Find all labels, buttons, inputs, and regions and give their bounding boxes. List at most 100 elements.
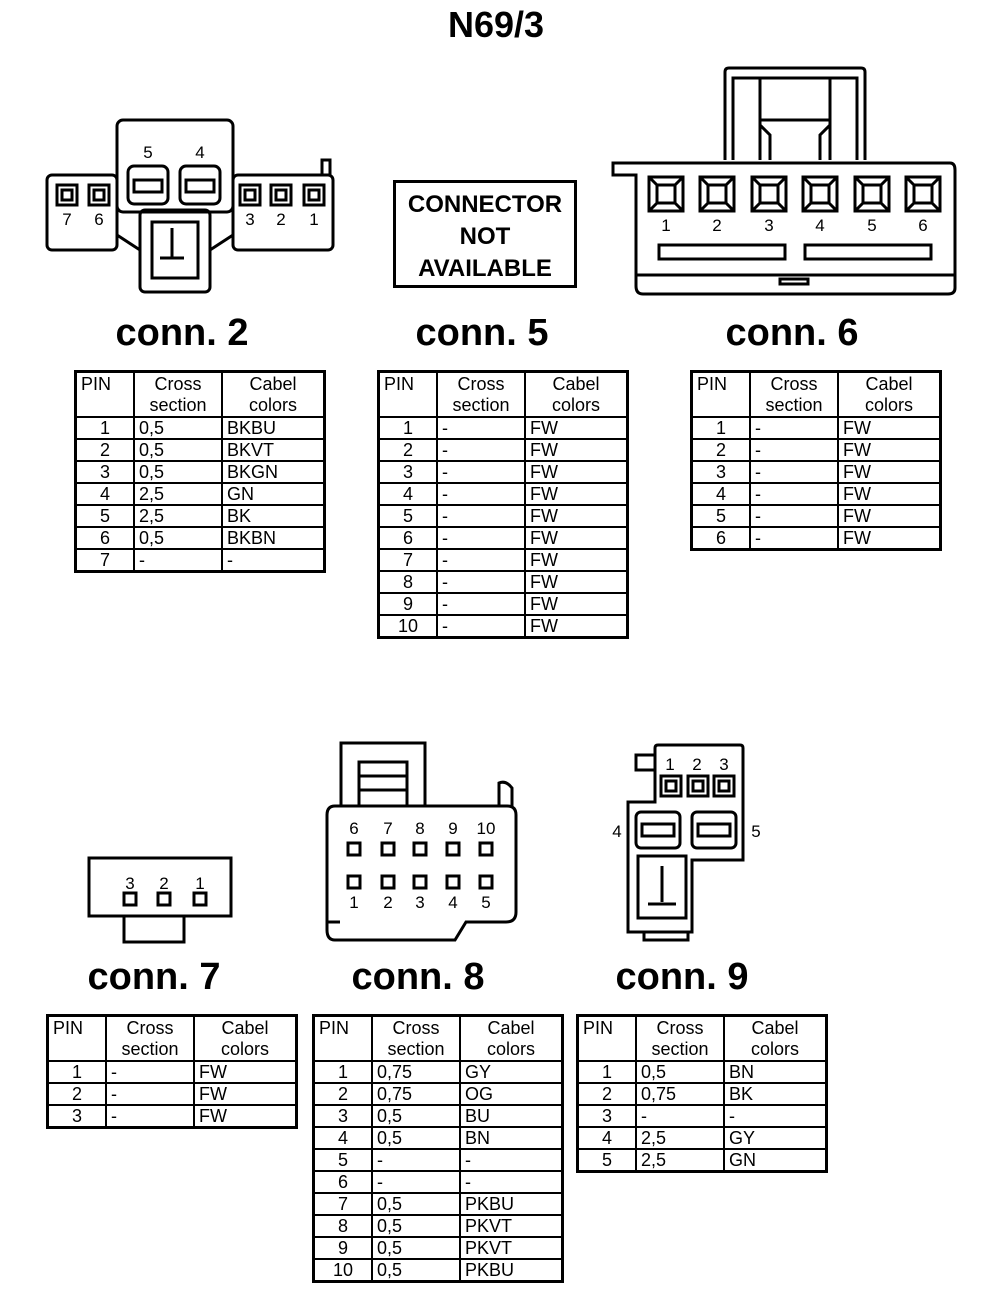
cabel-color-cell: GY	[723, 1126, 828, 1150]
cross-section-cell: -	[371, 1148, 461, 1172]
header-pin-text: PIN	[53, 1018, 84, 1038]
cabel-color-cell: BKVT	[221, 438, 326, 462]
cabel-color-cell: FW	[837, 460, 942, 484]
cabel-color-cell: FW	[524, 614, 629, 639]
table-row: 7-FW	[377, 548, 629, 572]
header-cross-section-text: section	[149, 395, 207, 415]
conn8-pin-label: 3	[415, 893, 424, 912]
cross-section-cell: -	[436, 416, 526, 440]
conn7-title: conn. 7	[87, 956, 221, 998]
cabel-color-cell: BKBN	[221, 526, 326, 550]
pin-cell: 3	[576, 1104, 637, 1128]
cross-section-cell: 2,5	[133, 482, 223, 506]
cabel-color-cell: FW	[193, 1082, 298, 1106]
cabel-color-cell: FW	[524, 526, 629, 550]
conn2-drawing	[45, 118, 335, 294]
cross-section-cell: -	[436, 570, 526, 594]
cross-section-cell: 0,5	[133, 526, 223, 550]
cross-section-cell: -	[105, 1060, 195, 1084]
header-cabel-colors-text: colors	[248, 395, 297, 415]
cross-section-cell: 2,5	[635, 1126, 725, 1150]
cabel-color-cell: FW	[837, 438, 942, 462]
conn8-pin-label: 5	[481, 893, 490, 912]
table-row: 2-FW	[690, 438, 942, 462]
pin-cell: 4	[312, 1126, 373, 1150]
pin-cell: 2	[377, 438, 438, 462]
cross-section-cell: -	[436, 438, 526, 462]
conn6-drawing	[611, 66, 957, 296]
header-cross-section-text: section	[765, 395, 823, 415]
conn8-pin-label: 1	[349, 893, 358, 912]
table-row: 9-FW	[377, 592, 629, 616]
pin-cell: 7	[312, 1192, 373, 1216]
cross-section-cell: 0,5	[371, 1214, 461, 1238]
cabel-color-cell: PKVT	[459, 1214, 564, 1238]
table-row: 6-FW	[690, 526, 942, 551]
table-row: 5--	[312, 1148, 564, 1172]
conn8-drawing	[325, 741, 518, 942]
cross-section-cell: -	[749, 504, 839, 528]
conn2-pin-label: 5	[143, 143, 152, 162]
header-cabel-colors-text: Cabel	[751, 1018, 799, 1038]
cross-section-cell: 0,5	[133, 460, 223, 484]
conn9-pin-label: 5	[751, 822, 760, 841]
header-cross-section-text: section	[651, 1039, 709, 1059]
pin-cell: 9	[312, 1236, 373, 1260]
conn8-pin-label: 7	[383, 819, 392, 838]
header-cross-section-text: Cross	[656, 1018, 704, 1038]
pin-cell: 1	[312, 1060, 373, 1084]
conn6-pin-label: 1	[661, 216, 670, 235]
connector-not-available-box: CONNECTOR NOT AVAILABLE	[393, 180, 577, 288]
pin-cell: 4	[377, 482, 438, 506]
header-cross-section-text: Cross	[770, 374, 818, 394]
cabel-color-cell: FW	[524, 438, 629, 462]
conn8-title: conn. 8	[351, 956, 485, 998]
conn9-pin-label: 4	[612, 822, 621, 841]
header-cabel-colors-text: Cabel	[552, 374, 600, 394]
conn7-pin-label: 1	[195, 874, 204, 893]
table-row: 5-FW	[690, 504, 942, 528]
cabel-color-cell: -	[723, 1104, 828, 1128]
header-pin-text: PIN	[319, 1018, 350, 1038]
conn2-pin-label: 1	[309, 210, 318, 229]
conn6-pin-label: 5	[867, 216, 876, 235]
pin-cell: 5	[690, 504, 751, 528]
table-row: 7--	[74, 548, 326, 573]
pin-cell: 1	[377, 416, 438, 440]
cabel-color-cell: BU	[459, 1104, 564, 1128]
pin-cell: 7	[74, 548, 135, 573]
pin-cell: 3	[46, 1104, 107, 1129]
conn6-pin-label: 4	[815, 216, 824, 235]
header-cross-section-text: section	[452, 395, 510, 415]
conn8-pin-label: 6	[349, 819, 358, 838]
cabel-color-cell: BKGN	[221, 460, 326, 484]
header-pin-text: PIN	[384, 374, 415, 394]
pin-cell: 5	[377, 504, 438, 528]
cabel-color-cell: FW	[524, 504, 629, 528]
pin-cell: 5	[74, 504, 135, 528]
conn6-pin-label: 6	[918, 216, 927, 235]
cabel-color-cell: FW	[193, 1060, 298, 1084]
header-cross-section-text: section	[121, 1039, 179, 1059]
table-row: 6-FW	[377, 526, 629, 550]
cabel-color-cell: FW	[837, 416, 942, 440]
cross-section-cell: -	[436, 460, 526, 484]
pin-cell: 2	[74, 438, 135, 462]
cross-section-cell: -	[635, 1104, 725, 1128]
pin-cell: 2	[576, 1082, 637, 1106]
cabel-color-cell: BK	[221, 504, 326, 528]
table-row: 3-FW	[46, 1104, 298, 1129]
